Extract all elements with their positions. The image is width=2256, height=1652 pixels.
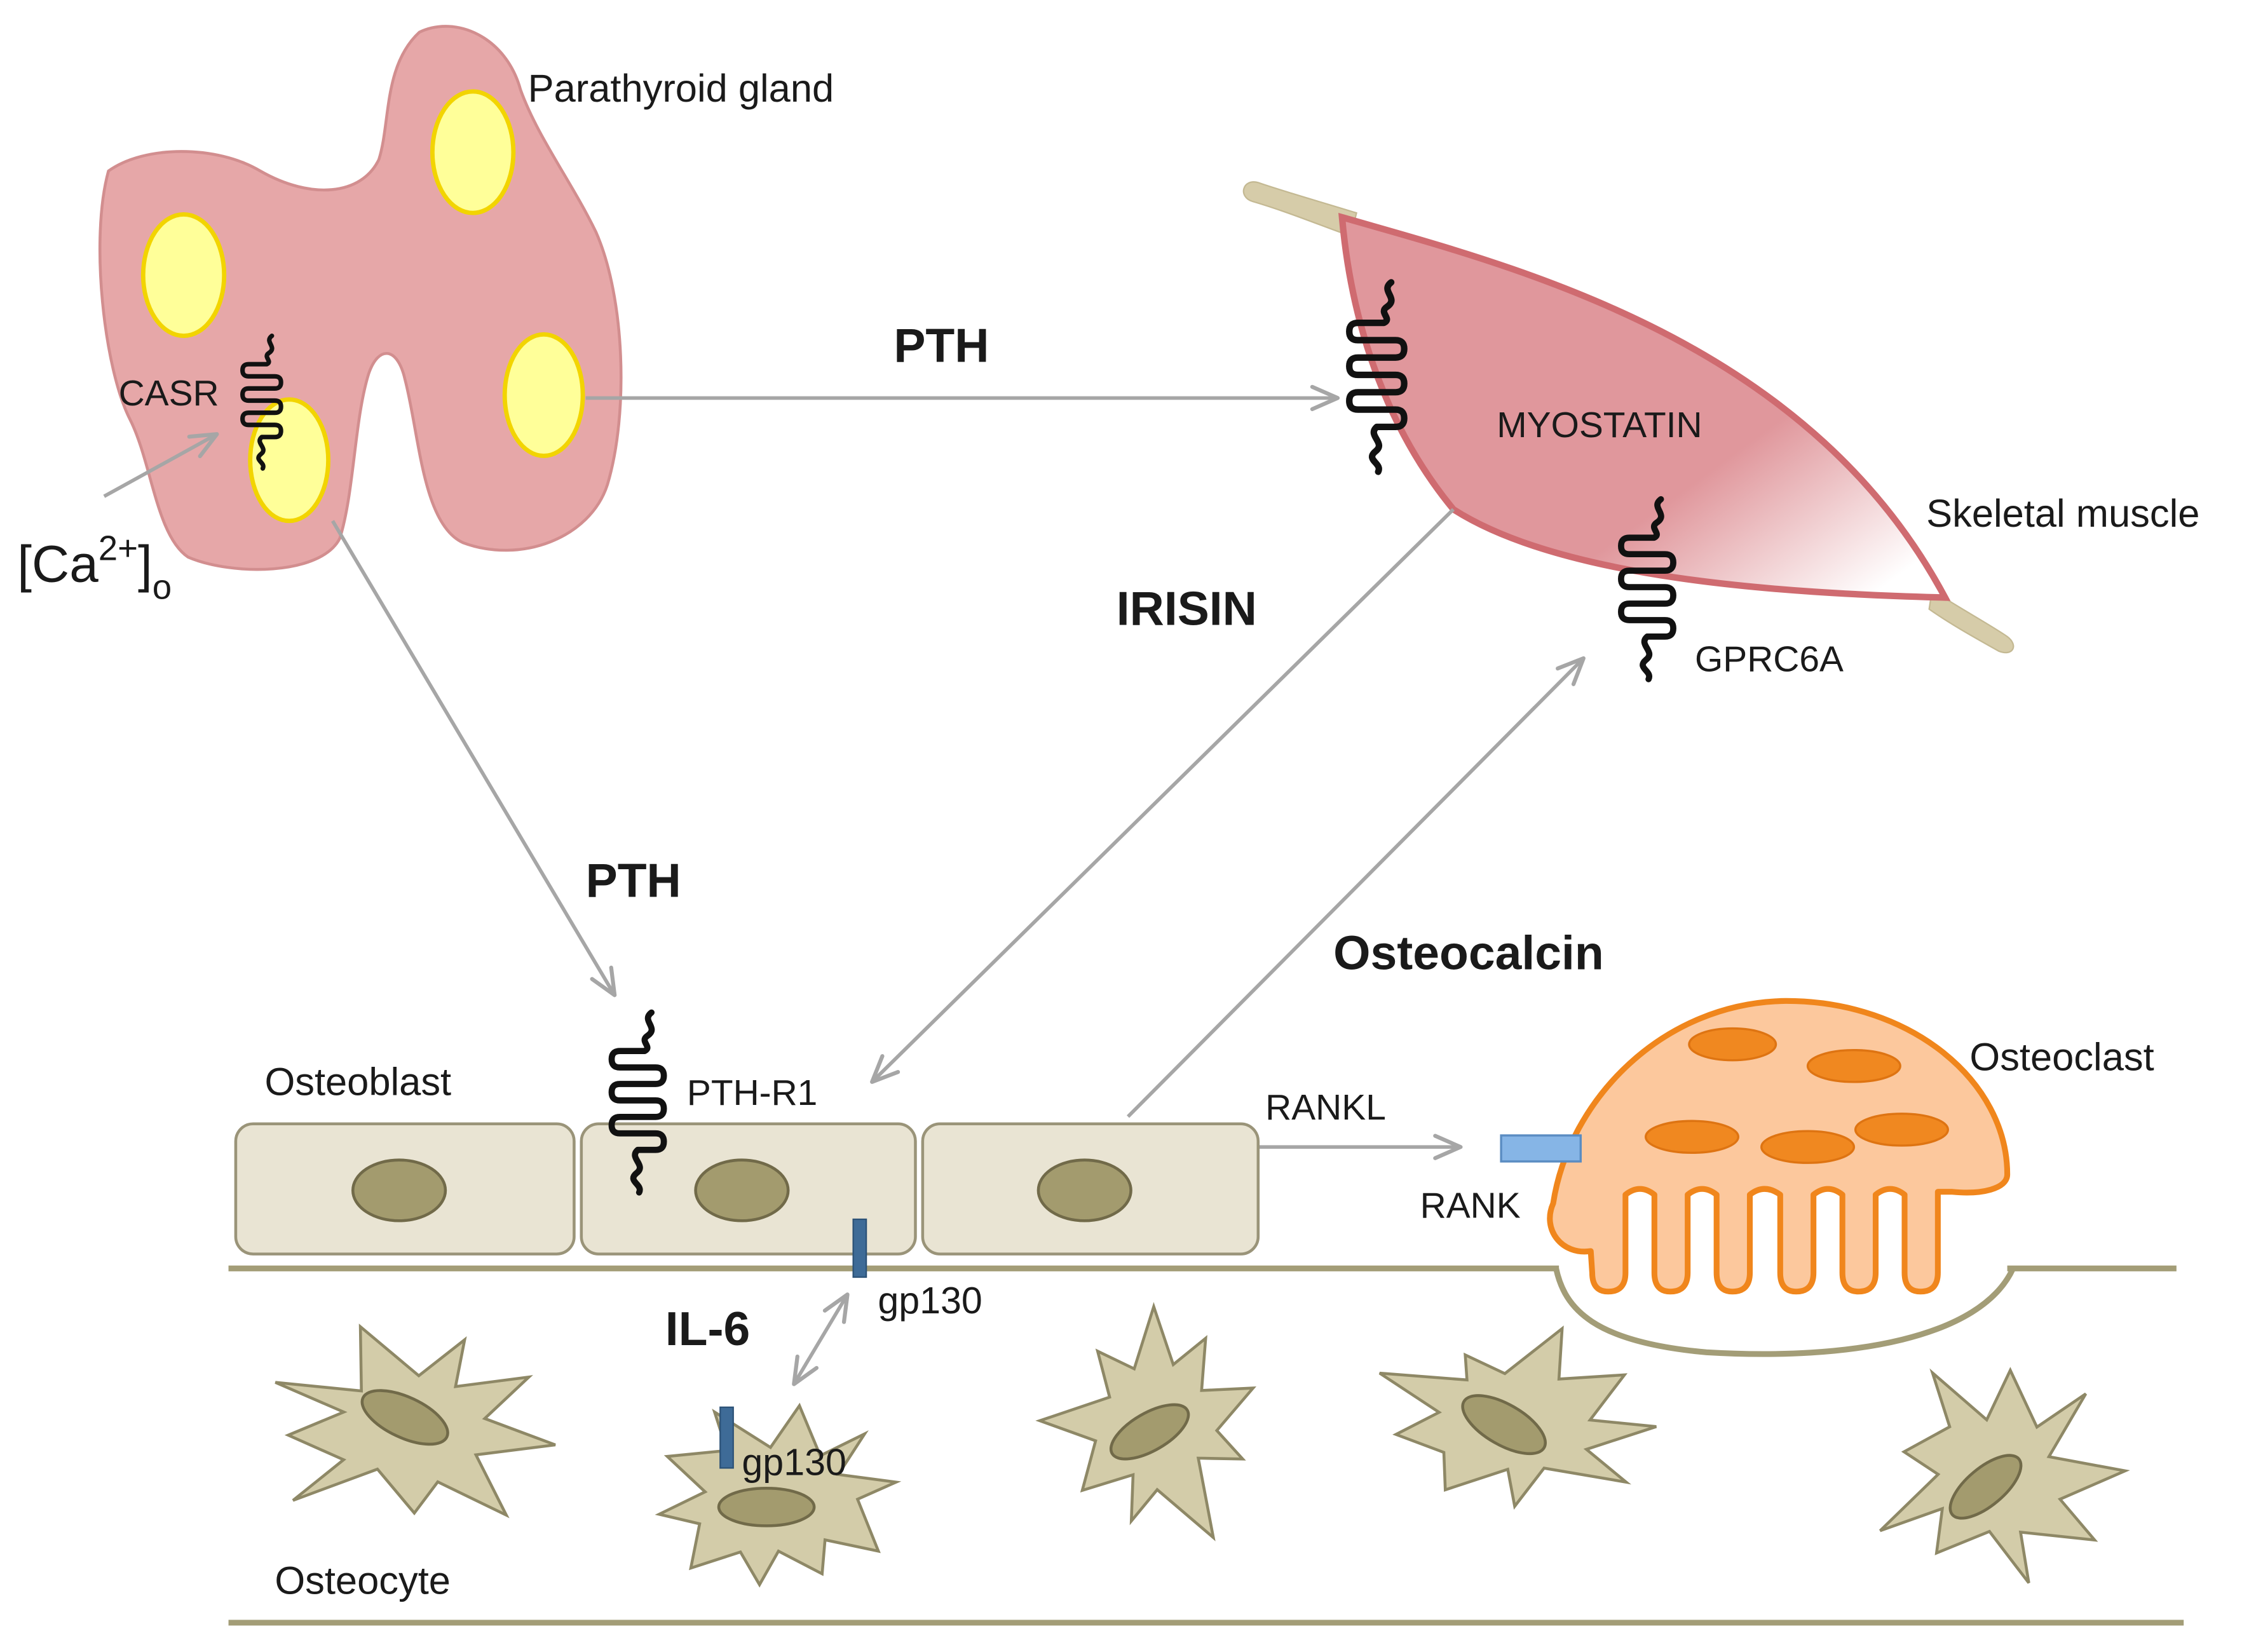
osteoclast-nucleus xyxy=(1760,1130,1856,1164)
osteoblast-nucleus xyxy=(351,1158,447,1222)
tendon-top xyxy=(1242,181,1357,238)
casr-label: CASR xyxy=(119,373,219,414)
gprc6a-label: GPRC6A xyxy=(1695,639,1844,680)
osteoclast-nucleus xyxy=(1644,1120,1740,1154)
calcium-label: [Ca2+]o xyxy=(17,529,172,606)
osteocalcin-arrow xyxy=(1126,656,1586,1118)
resorption-pit xyxy=(1553,1267,2016,1357)
pth-r1-label: PTH-R1 xyxy=(687,1073,817,1113)
osteoblast-label: Osteoblast xyxy=(264,1060,451,1104)
parathyroid-gland-label: Parathyroid gland xyxy=(528,67,834,111)
osteocyte-nuclei xyxy=(360,1389,2023,1527)
parathyroid-nodules xyxy=(140,89,585,524)
osteocyte-nucleus xyxy=(1461,1394,1547,1456)
osteocyte-nucleus xyxy=(1109,1403,1190,1461)
irisin-arrow xyxy=(870,508,1455,1084)
gp130-osteocyte-label: gp130 xyxy=(742,1441,846,1484)
tendon-bottom xyxy=(1928,589,2015,654)
osteoblast-layer xyxy=(234,1013,1260,1278)
nodule xyxy=(248,397,330,524)
il6-double-arrow xyxy=(792,1292,850,1386)
osteoclast-nucleus xyxy=(1688,1027,1777,1062)
signal-arrows xyxy=(103,384,1586,1386)
pth-to-bone-arrow xyxy=(330,520,617,998)
calcium-arrow xyxy=(103,432,219,498)
parathyroid-gland xyxy=(98,25,623,571)
nodule xyxy=(502,332,585,458)
rank-receptor xyxy=(1500,1134,1582,1163)
bone-surface xyxy=(228,1265,2184,1626)
osteoclast-nuclei xyxy=(1644,1027,1949,1164)
osteocalcin-label: Osteocalcin xyxy=(1333,926,1604,979)
calcium-bracket: ] xyxy=(138,535,153,593)
osteoblast-nucleus xyxy=(1036,1158,1132,1222)
calcium-base: [Ca xyxy=(17,535,99,593)
nodule xyxy=(430,89,516,215)
myostatin-label: MYOSTATIN xyxy=(1497,405,1702,445)
gp130-osteocyte-receptor xyxy=(719,1406,734,1469)
gp130-osteoblast-receptor xyxy=(852,1218,867,1278)
osteoblast-nuclei xyxy=(351,1158,1132,1222)
gp130-osteoblast-label: gp130 xyxy=(878,1279,982,1322)
il6-label: IL-6 xyxy=(665,1302,750,1355)
skeletal-muscle xyxy=(1242,181,2015,679)
osteoclast-label: Osteoclast xyxy=(1969,1036,2154,1080)
nodule xyxy=(140,212,227,338)
osteocytes xyxy=(275,1302,2130,1588)
rankl-label: RANKL xyxy=(1265,1087,1386,1128)
calcium-charge: 2+ xyxy=(99,529,138,567)
osteocyte-nucleus xyxy=(717,1486,816,1527)
osteocyte-nucleus xyxy=(1948,1454,2023,1520)
skeletal-muscle-label: Skeletal muscle xyxy=(1926,492,2199,536)
muscle-fiber xyxy=(1338,212,1951,601)
osteocyte-label: Osteocyte xyxy=(275,1559,451,1602)
osteoclast-nucleus xyxy=(1854,1113,1949,1147)
pth-to-bone-label: PTH xyxy=(586,854,681,907)
osteocyte-nucleus xyxy=(360,1389,449,1446)
irisin-label: IRISIN xyxy=(1117,582,1257,635)
calcium-subscript: o xyxy=(153,568,172,607)
osteoclast xyxy=(1500,998,2011,1295)
rank-label: RANK xyxy=(1420,1186,1521,1226)
osteoclast-nucleus xyxy=(1806,1049,1901,1083)
osteoblast-nucleus xyxy=(694,1158,790,1222)
pth-to-muscle-label: PTH xyxy=(894,319,989,372)
